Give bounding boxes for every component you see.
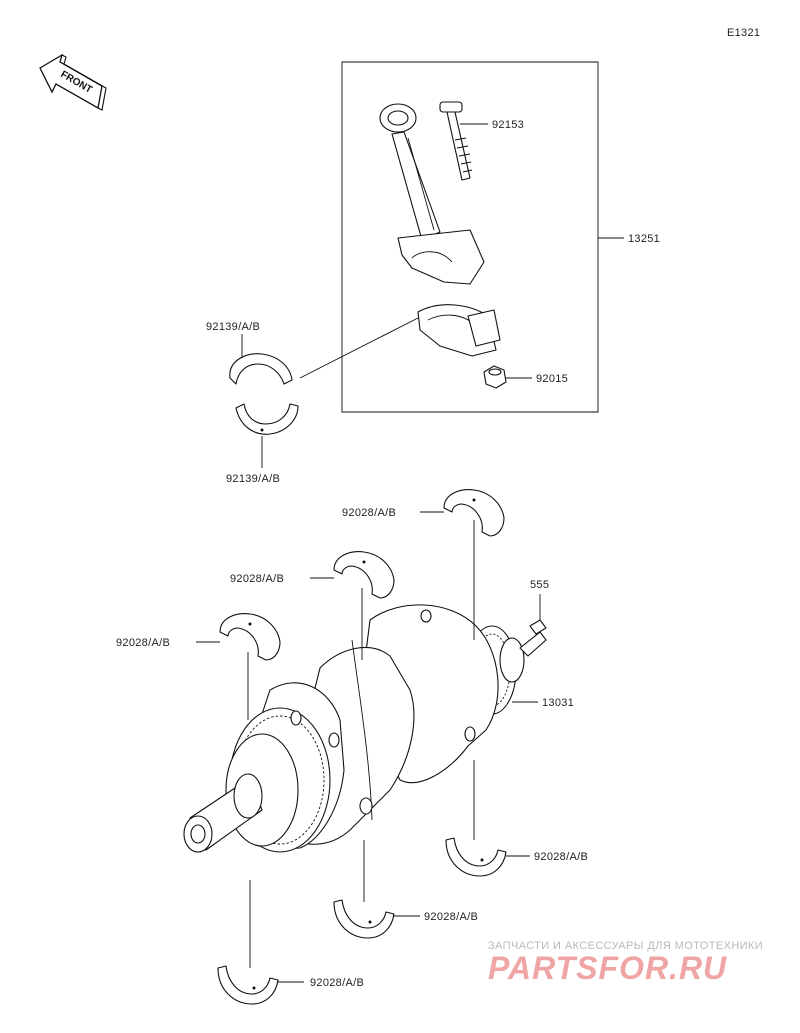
label-92139-upper: 92139/A/B — [206, 321, 260, 333]
diagram-code: E1321 — [727, 27, 760, 39]
label-92015: 92015 — [536, 373, 568, 385]
watermark-logo: PARTSFOR.RU — [488, 950, 728, 986]
main-bearing-shell-1 — [443, 489, 505, 537]
rod-bearing-upper — [229, 353, 293, 385]
label-92028-5: 92028/A/B — [424, 911, 478, 923]
label-13031: 13031 — [542, 697, 574, 709]
main-bearing-shell-5 — [333, 899, 395, 939]
rod-bearing-lower — [235, 403, 299, 435]
label-92028-2: 92028/A/B — [230, 573, 284, 585]
main-bearing-shell-2 — [333, 551, 395, 599]
nut — [483, 365, 507, 389]
main-bearing-shell-3 — [219, 613, 281, 661]
label-92028-4: 92028/A/B — [534, 851, 588, 863]
label-92028-6: 92028/A/B — [310, 977, 364, 989]
label-555: 555 — [530, 579, 549, 591]
bolt — [439, 101, 473, 181]
main-bearing-shell-4 — [445, 837, 507, 877]
rod-cap — [417, 304, 501, 357]
assembly-bracket — [341, 61, 599, 413]
main-bearing-shell-6 — [217, 965, 279, 1005]
label-92139-lower: 92139/A/B — [226, 473, 280, 485]
label-92028-1: 92028/A/B — [342, 507, 396, 519]
watermark-caption: ЗАПЧАСТИ И АКСЕССУАРЫ ДЛЯ МОТОТЕХНИКИ — [488, 940, 764, 952]
label-92153: 92153 — [492, 119, 524, 131]
connecting-rod — [379, 103, 485, 285]
label-92028-3: 92028/A/B — [116, 637, 170, 649]
pin — [529, 619, 547, 635]
label-13251: 13251 — [628, 233, 660, 245]
crankshaft — [183, 604, 547, 853]
front-arrow-icon: FRONT — [39, 53, 107, 111]
